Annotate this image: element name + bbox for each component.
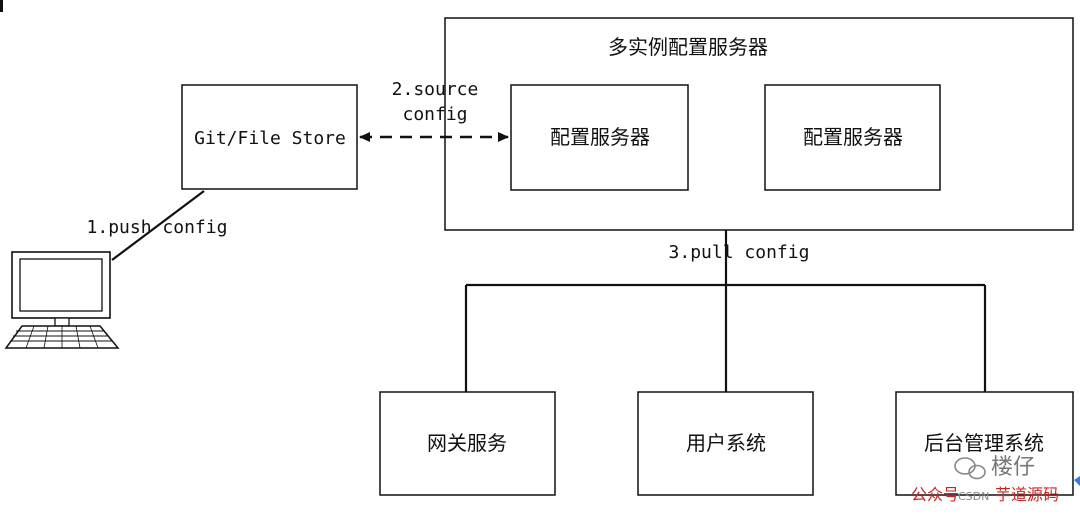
admin-system-node: 后台管理系统	[895, 391, 1074, 496]
step2-label-line2: config	[402, 104, 467, 125]
config-server-node-1: 配置服务器	[510, 84, 689, 191]
pull-config-connectors	[464, 230, 987, 392]
cluster-title: 多实例配置服务器	[608, 35, 768, 59]
git-file-store-node: Git/File Store	[181, 84, 358, 190]
gateway-service-node: 网关服务	[379, 391, 556, 496]
gateway-service-box	[379, 391, 556, 496]
git-store-box	[181, 84, 358, 190]
config-server-box-1	[510, 84, 689, 191]
config-server-box-2	[764, 84, 941, 191]
step2-label-line1: 2.source	[392, 79, 479, 100]
config-server-label-1: 配置服务器	[550, 125, 650, 149]
crop-mark	[0, 0, 3, 12]
watermark-name: 楼仔	[991, 455, 1035, 480]
wechat-icon	[954, 457, 986, 480]
gateway-service-label: 网关服务	[427, 431, 507, 455]
config-server-node-2: 配置服务器	[764, 84, 941, 191]
watermark-account-label: 公众号	[911, 485, 959, 504]
config-server-label-2: 配置服务器	[803, 125, 903, 149]
watermark-handle: 芋道源码	[995, 485, 1059, 504]
user-system-label: 用户系统	[686, 431, 766, 455]
admin-system-box	[895, 391, 1074, 496]
watermark: 楼仔 公众号 CSDN 芋道源码	[911, 455, 1080, 504]
computer-icon	[4, 251, 120, 349]
user-system-node: 用户系统	[637, 391, 814, 496]
step1-label: 1.push config	[87, 217, 228, 238]
user-system-box	[637, 391, 814, 496]
admin-system-label: 后台管理系统	[924, 431, 1044, 455]
git-store-label: Git/File Store	[194, 128, 346, 149]
step3-label: 3.pull config	[669, 242, 810, 263]
edge-marker	[1074, 476, 1080, 486]
watermark-csdn: CSDN	[958, 490, 989, 503]
push-config-line	[111, 190, 205, 261]
